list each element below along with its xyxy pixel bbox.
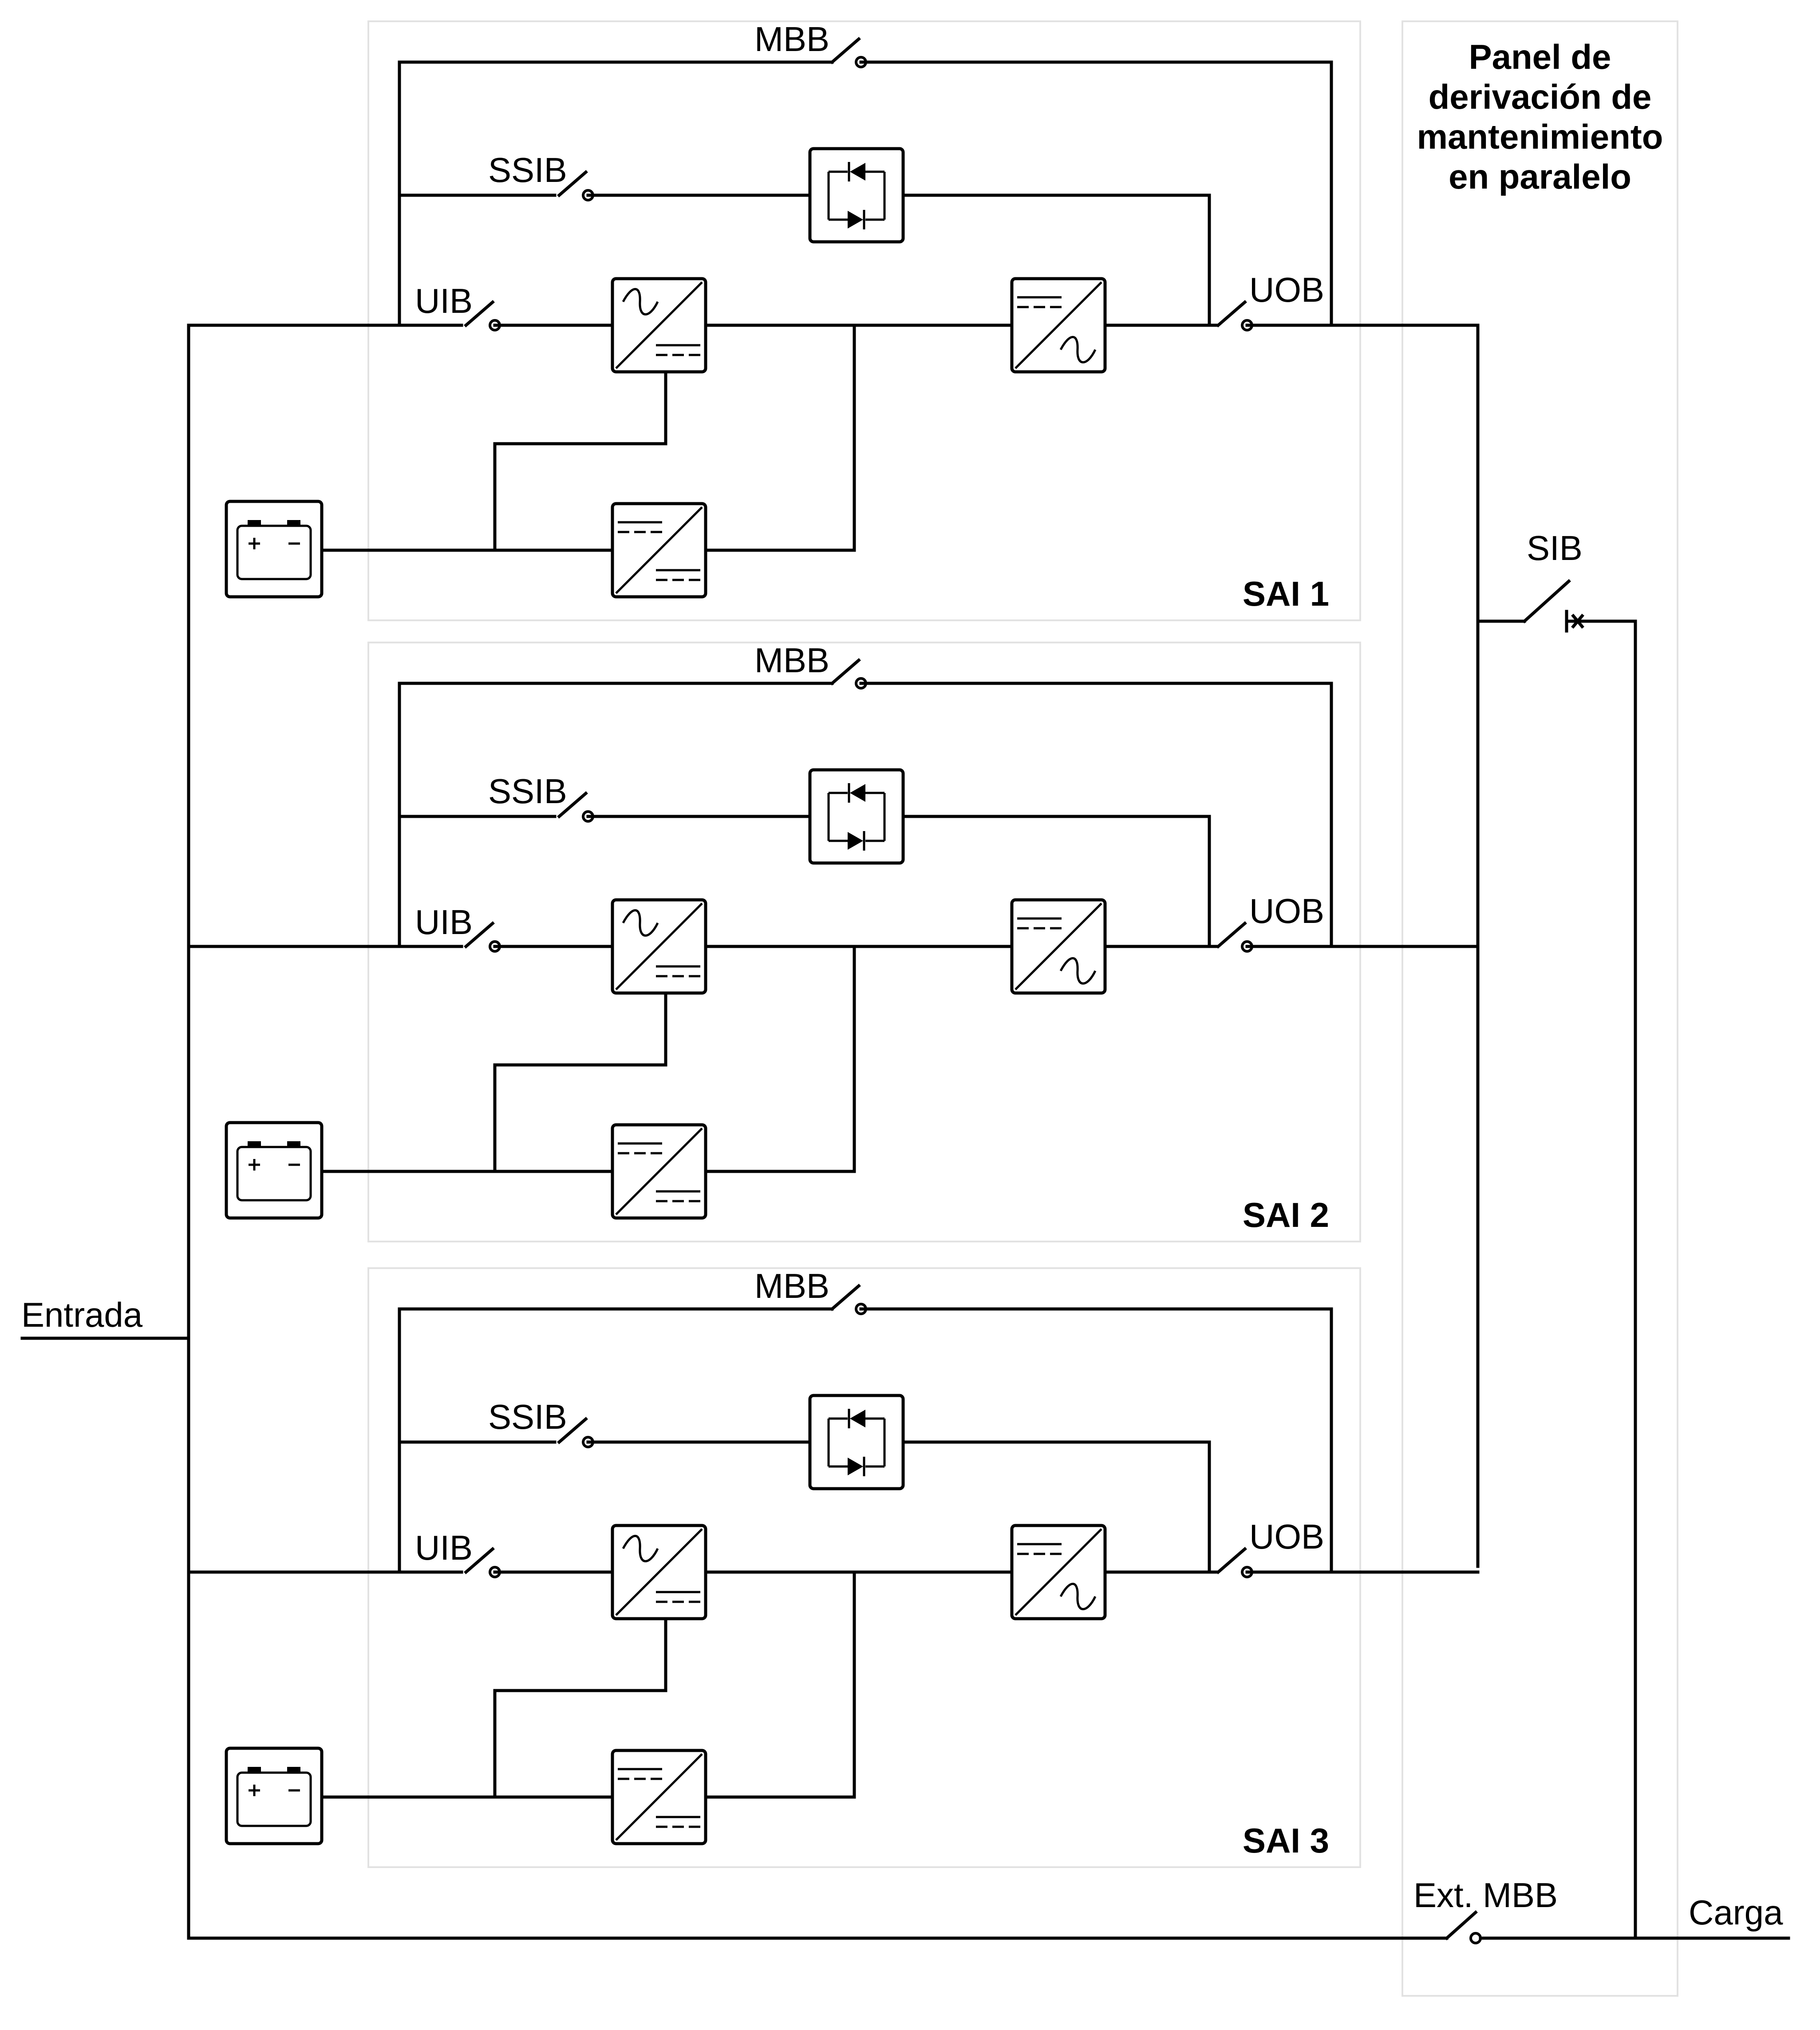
uob-label: UOB: [1249, 270, 1324, 309]
panel-title-line-4: en paralelo: [1449, 157, 1631, 196]
uob-label: UOB: [1249, 1517, 1324, 1556]
ac-dc-converter-icon: [611, 1524, 707, 1620]
ups-module-2: MBB SSIB UIB UOB SAI 2: [187, 641, 1480, 1242]
ups-module-1: MBB SSIB UIB UOB SAI 1: [187, 20, 1480, 621]
mbb-label: MBB: [754, 20, 829, 59]
uib-label: UIB: [415, 281, 473, 320]
dc-ac-converter-icon: [1010, 898, 1107, 995]
ssib-label: SSIB: [488, 772, 567, 811]
thyristor-static-switch-icon: [808, 147, 905, 244]
ups-frame: [367, 20, 1361, 621]
ac-dc-converter-icon: [611, 898, 707, 995]
load-label: Carga: [1689, 1893, 1783, 1932]
ups-modules: MBB SSIB UIB UOB SAI 1 MBB SSIB UIB UOB SAI 2 MBB S…: [187, 20, 1480, 1868]
uob-label: UOB: [1249, 891, 1324, 930]
mbb-label: MBB: [754, 641, 829, 680]
panel-title-line-2: derivación de: [1429, 77, 1652, 116]
panel-title-line-1: Panel de: [1469, 37, 1611, 76]
ac-dc-converter-icon: [611, 277, 707, 374]
ups-frame: [367, 1267, 1361, 1868]
thyristor-static-switch-icon: [808, 768, 905, 865]
ext-mbb-label: Ext. MBB: [1413, 1876, 1558, 1915]
thyristor-static-switch-icon: [808, 1394, 905, 1490]
bypass-panel-title: Panel de derivación de mantenimiento en …: [1417, 37, 1663, 196]
ups-frame: [367, 642, 1361, 1242]
ups-name-label: SAI 1: [1243, 574, 1329, 613]
battery-icon: [225, 1746, 324, 1845]
dc-dc-converter-icon: [611, 1749, 707, 1845]
dc-dc-converter-icon: [611, 1123, 707, 1220]
ext-mbb-switch: Ext. MBB: [187, 1876, 1790, 1944]
sib-label: SIB: [1527, 528, 1583, 568]
uib-label: UIB: [415, 903, 473, 942]
input-label: Entrada: [21, 1295, 143, 1334]
dc-ac-converter-icon: [1010, 1524, 1107, 1620]
mbb-label: MBB: [754, 1266, 829, 1305]
sib-switch: SIB: [1476, 528, 1637, 1940]
ups-name-label: SAI 2: [1243, 1195, 1329, 1234]
uib-label: UIB: [415, 1528, 473, 1567]
input-bus: Entrada: [20, 323, 190, 1940]
battery-icon: [225, 1121, 324, 1220]
bypass-panel-frame: [1402, 20, 1678, 1997]
dc-dc-converter-icon: [611, 502, 707, 599]
panel-title-line-3: mantenimiento: [1417, 117, 1663, 156]
ups-name-label: SAI 3: [1243, 1821, 1329, 1860]
ssib-label: SSIB: [488, 150, 567, 189]
dc-ac-converter-icon: [1010, 277, 1107, 374]
ssib-label: SSIB: [488, 1397, 567, 1436]
ups-module-3: MBB SSIB UIB UOB SAI 3: [187, 1266, 1480, 1868]
battery-icon: [225, 500, 324, 599]
